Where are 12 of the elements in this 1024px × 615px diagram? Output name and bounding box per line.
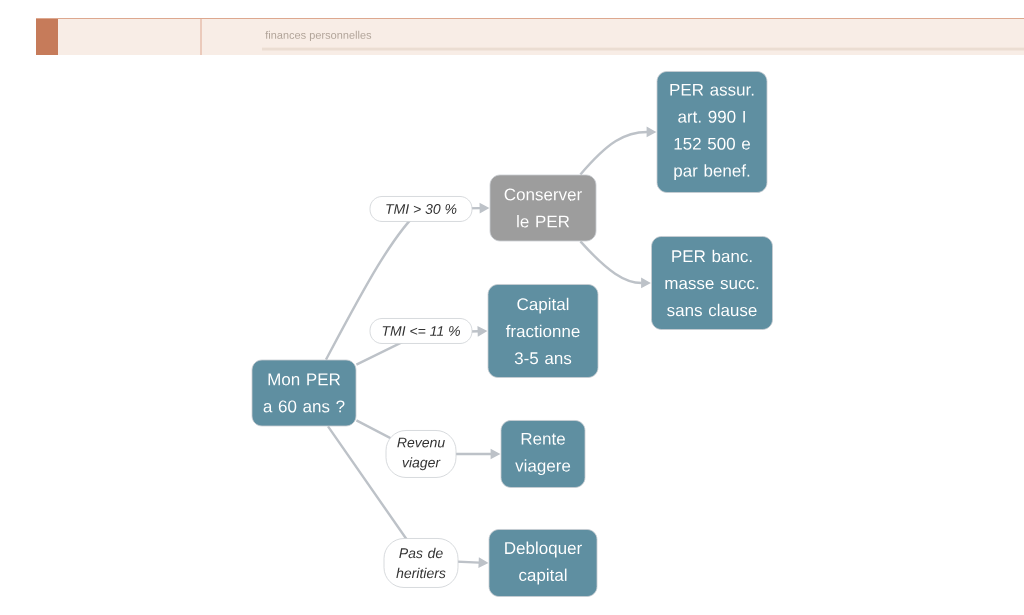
- result-box: Rente viagere: [500, 420, 586, 488]
- result-box: Debloquer capital: [488, 529, 598, 597]
- edge-label: Pas de heritiers: [383, 538, 459, 588]
- result-box: PER assur. art. 990 I 152 500 e par benef.: [656, 71, 768, 193]
- header-subtitle: finances personnelles: [265, 30, 372, 42]
- question-box: Mon PER a 60 ans ?: [251, 359, 357, 427]
- edge-label: TMI > 30 %: [369, 196, 473, 222]
- option-box: Conserver le PER: [489, 174, 597, 242]
- edge-label: TMI <= 11 %: [369, 318, 473, 344]
- edge-label: Revenu viager: [385, 430, 457, 478]
- result-box: Capital fractionne 3-5 ans: [487, 284, 599, 378]
- result-box: PER banc. masse succ. sans clause: [651, 236, 773, 330]
